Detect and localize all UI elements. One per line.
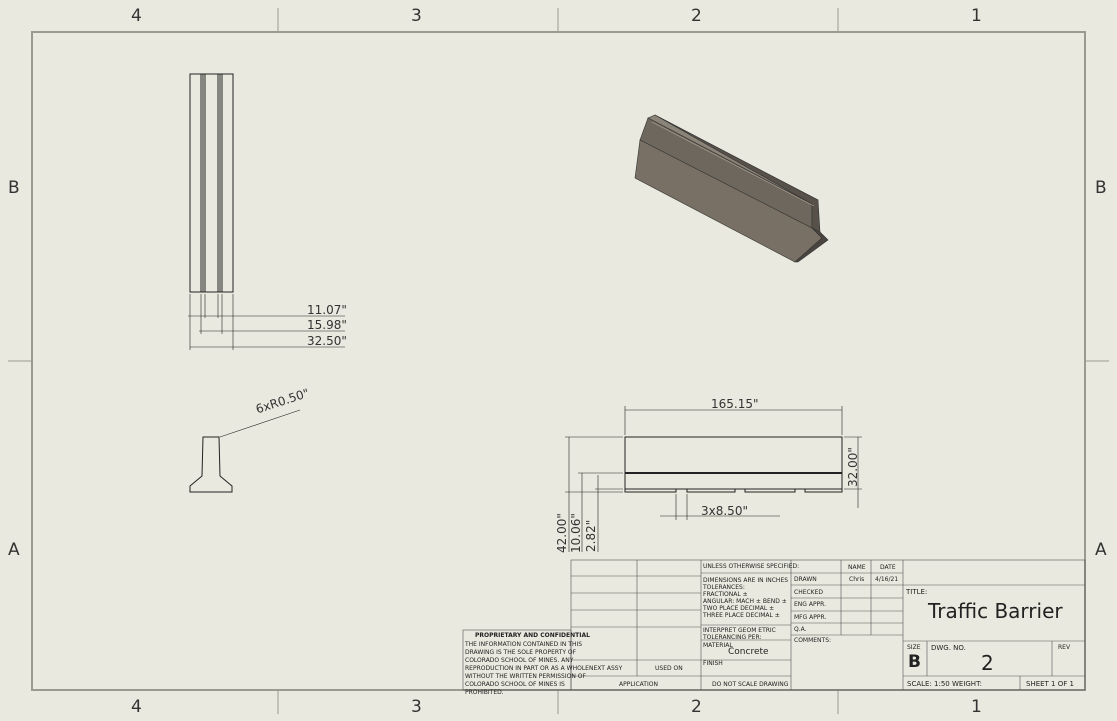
unless-label: UNLESS OTHERWISE SPECIFIED: <box>703 563 800 570</box>
title-label: TITLE: <box>906 588 928 596</box>
dim-32-00: 32.00" <box>846 447 860 487</box>
proprietary-heading: PROPRIETARY AND CONFIDENTIAL <box>475 632 590 639</box>
zone-col-4-top: 4 <box>131 6 142 26</box>
dwg-no-value: 2 <box>981 651 994 675</box>
proprietary-text: THE INFORMATION CONTAINED IN THIS DRAWIN… <box>465 641 589 697</box>
dim-32-50: 32.50" <box>307 334 347 348</box>
drawn-name: Chris <box>849 576 865 583</box>
interpret-line: INTERPRET GEOM ETRIC <box>703 627 776 634</box>
sheet-label: SHEET 1 OF 1 <box>1026 680 1074 688</box>
dim-15-98: 15.98" <box>307 318 347 332</box>
mfg-appr-label: MFG APPR. <box>794 614 827 621</box>
zone-row-a-left: A <box>8 540 20 560</box>
drawing-title: Traffic Barrier <box>928 599 1063 623</box>
dim-10-06: 10.06" <box>569 513 583 553</box>
rev-label: REV <box>1058 644 1071 651</box>
do-not-scale-label: DO NOT SCALE DRAWING <box>712 681 789 688</box>
title-block-grid <box>462 559 1086 691</box>
material-value: Concrete <box>728 647 769 657</box>
interpret: INTERPRET GEOM ETRIC TOLERANCING PER: <box>703 627 776 641</box>
tolerances: DIMENSIONS ARE IN INCHES TOLERANCES: FRA… <box>703 577 788 619</box>
size-label: SIZE <box>907 644 921 651</box>
zone-col-3-bottom: 3 <box>411 697 422 717</box>
interpret-line: TOLERANCING PER: <box>703 634 762 641</box>
zone-col-1-top: 1 <box>971 6 982 26</box>
qa-label: Q.A. <box>794 626 807 633</box>
zone-col-2-bottom: 2 <box>691 697 702 717</box>
drawn-label: DRAWN <box>794 576 817 583</box>
finish-label: FINISH <box>703 660 723 667</box>
proprietary-line: PROHIBITED. <box>465 689 504 696</box>
used-on-label: USED ON <box>655 665 683 672</box>
proprietary-line: COLORADO SCHOOL OF MINES IS <box>465 681 565 688</box>
name-header: NAME <box>848 564 866 571</box>
dim-11-07: 11.07" <box>307 303 347 317</box>
front-view <box>565 406 862 552</box>
proprietary-line: COLORADO SCHOOL OF MINES. ANY <box>465 657 574 664</box>
tolerance-line: TOLERANCES: <box>703 584 745 591</box>
zone-row-b-right: B <box>1095 178 1107 198</box>
isometric-view <box>634 114 829 263</box>
tolerance-line: ANGULAR: MACH ± BEND ± <box>703 598 787 605</box>
proprietary-line: THE INFORMATION CONTAINED IN THIS <box>465 641 583 648</box>
zone-col-3-top: 3 <box>411 6 422 26</box>
top-view <box>188 73 345 350</box>
checked-label: CHECKED <box>794 589 824 596</box>
size-value: B <box>908 652 921 672</box>
zone-col-1-bottom: 1 <box>971 697 982 717</box>
dim-3x8-50: 3x8.50" <box>701 504 748 518</box>
eng-appr-label: ENG APPR. <box>794 601 827 608</box>
application-label: APPLICATION <box>619 681 658 688</box>
end-view <box>189 409 301 493</box>
proprietary-line: WITHOUT THE WRITTEN PERMISSION OF <box>465 673 586 680</box>
dwg-no-label: DWG. NO. <box>931 644 966 652</box>
tolerance-line: TWO PLACE DECIMAL ± <box>703 605 775 612</box>
dim-42-00: 42.00" <box>555 513 569 553</box>
zone-row-b-left: B <box>8 178 20 198</box>
zone-col-2-top: 2 <box>691 6 702 26</box>
drawn-date: 4/16/21 <box>875 576 899 583</box>
zone-row-a-right: A <box>1095 540 1107 560</box>
comments-label: COMMENTS: <box>794 637 832 644</box>
proprietary-line: REPRODUCTION IN PART OR AS A WHOLE <box>465 665 589 672</box>
scale-weight: SCALE: 1:50 WEIGHT: <box>907 680 982 688</box>
zone-col-4-bottom: 4 <box>131 697 142 717</box>
tolerance-line: THREE PLACE DECIMAL ± <box>703 612 780 619</box>
proprietary-line: DRAWING IS THE SOLE PROPERTY OF <box>465 649 577 656</box>
dim-2-82: 2.82" <box>584 519 598 552</box>
date-header: DATE <box>880 564 896 571</box>
tolerance-line: FRACTIONAL ± <box>703 591 748 598</box>
next-assy-label: NEXT ASSY <box>589 665 623 672</box>
dim-165-15: 165.15" <box>711 397 759 411</box>
tolerance-line: DIMENSIONS ARE IN INCHES <box>703 577 789 584</box>
material-label: MATERIAL <box>703 642 733 649</box>
